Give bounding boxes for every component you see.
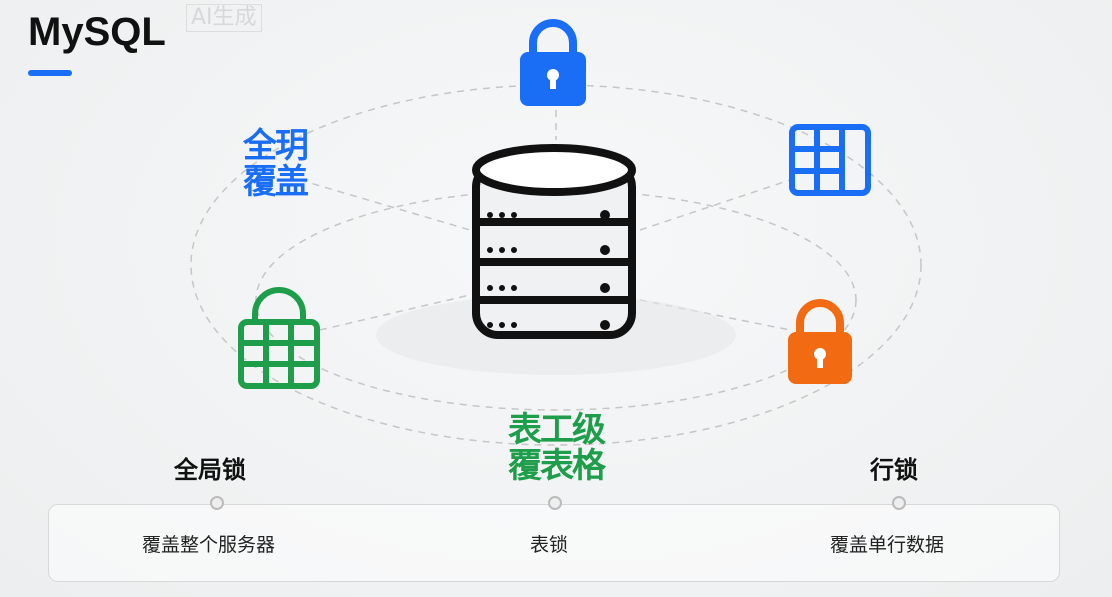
- lock-icon-blue: [520, 19, 586, 106]
- lock-icon-orange: [788, 299, 852, 384]
- table-icon-blue: [789, 124, 871, 196]
- label-line: 覆表格: [508, 446, 606, 486]
- green-label: 表工级覆表格: [508, 410, 606, 486]
- table-lock-icon-green: [238, 287, 320, 389]
- global-lock-desc: 覆盖整个服务器: [142, 534, 276, 556]
- label-line: 表工级: [508, 410, 606, 450]
- ai-watermark: AI生成: [186, 4, 262, 32]
- title-underline: [28, 70, 72, 76]
- row-lock-heading: 行锁: [870, 456, 918, 484]
- global-lock-heading: 全局锁: [174, 456, 246, 484]
- label-line: 覆盖: [243, 162, 309, 202]
- database-icon: [472, 144, 636, 339]
- blue-label: 全玥覆盖: [243, 126, 309, 202]
- page-title: MySQL: [28, 10, 166, 54]
- outer-orbit: [190, 84, 922, 446]
- timeline-dot: [892, 496, 906, 510]
- table-lock-desc: 表锁: [530, 534, 569, 556]
- label-line: 全玥: [243, 126, 309, 166]
- timeline-dot: [548, 496, 562, 510]
- row-lock-desc: 覆盖单行数据: [830, 534, 945, 556]
- timeline-dot: [210, 496, 224, 510]
- summary-panel: [48, 504, 1060, 582]
